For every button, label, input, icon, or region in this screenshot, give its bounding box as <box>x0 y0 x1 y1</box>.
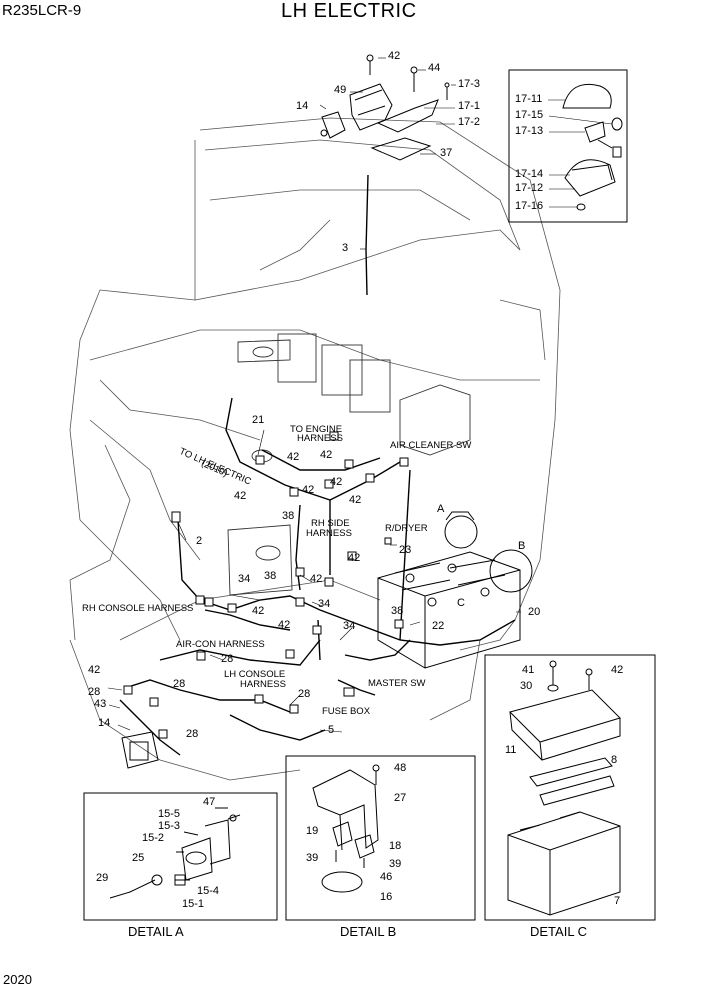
detail-b-callout-16: 16 <box>380 891 393 903</box>
diagram-title: LH ELECTRIC <box>281 0 417 22</box>
detail-a-callout-15-3: 15-3 <box>158 820 181 832</box>
callout-20: 20 <box>528 606 541 618</box>
callout-37: 37 <box>440 147 453 159</box>
detail-a-callout-29: 29 <box>96 872 109 884</box>
callout-detail-b-marker: B <box>518 540 526 552</box>
page-number: 2020 <box>3 972 32 987</box>
callout-43: 43 <box>94 698 107 710</box>
label-fuse-box: FUSE BOX <box>322 706 371 717</box>
model-number: R235LCR-9 <box>2 2 82 19</box>
callout-38: 38 <box>282 510 295 522</box>
detail-a-callout-15-2: 15-2 <box>142 832 165 844</box>
detail-b-callout-46: 46 <box>380 871 393 883</box>
callout-42: 42 <box>287 451 300 463</box>
detail-b-caption: DETAIL B <box>340 924 397 939</box>
detail-c-callout-8: 8 <box>611 754 618 766</box>
detail-b-callout-48: 48 <box>394 762 407 774</box>
callout-42: 42 <box>88 664 101 676</box>
callout-42: 42 <box>330 476 343 488</box>
callout-42-bolt: 42 <box>388 50 401 62</box>
callout-28: 28 <box>88 686 101 698</box>
label-air-con-harness: AIR-CON HARNESS <box>176 639 265 650</box>
callout-17-1: 17-1 <box>458 100 481 112</box>
detail-c-caption: DETAIL C <box>530 924 588 939</box>
callout-5: 5 <box>328 724 335 736</box>
callout-17-16: 17-16 <box>515 200 544 212</box>
detail-a-caption: DETAIL A <box>128 924 184 939</box>
callout-17-11: 17-11 <box>515 93 543 105</box>
detail-a-callout-15-1: 15-1 <box>182 898 205 910</box>
callout-17-14: 17-14 <box>515 168 544 180</box>
detail-a-callout-15-4: 15-4 <box>197 885 220 897</box>
detail-a-callout-25: 25 <box>132 852 145 864</box>
label-air-cleaner-sw: AIR CLEANER SW <box>390 440 472 451</box>
callout-detail-a-marker: A <box>437 503 445 515</box>
callout-42: 42 <box>349 494 362 506</box>
label-master-sw: MASTER SW <box>368 678 426 689</box>
callout-34: 34 <box>238 573 251 585</box>
callout-17-13: 17-13 <box>515 125 544 137</box>
detail-b-callout-39: 39 <box>306 852 319 864</box>
callout-17-15: 17-15 <box>515 109 544 121</box>
callout-44: 44 <box>428 62 441 74</box>
detail-b-callout-18: 18 <box>389 840 402 852</box>
detail-b-callout-27: 27 <box>394 792 407 804</box>
label-harness: HARNESS <box>306 528 352 539</box>
callout-42: 42 <box>348 552 361 564</box>
callout-3: 3 <box>342 242 349 254</box>
callout-42: 42 <box>310 573 323 585</box>
callout-42: 42 <box>252 605 265 617</box>
detail-a-callout-15-5: 15-5 <box>158 808 181 820</box>
detail-c-callout-42: 42 <box>611 664 624 676</box>
callout-14-horn: 14 <box>296 100 309 112</box>
callout-42: 42 <box>320 449 333 461</box>
callout-28: 28 <box>173 678 186 690</box>
callout-38: 38 <box>391 605 404 617</box>
callout-28: 28 <box>298 688 311 700</box>
detail-c-callout-30: 30 <box>520 680 533 692</box>
detail-c-callout-11: 11 <box>505 744 517 756</box>
callout-21: 21 <box>252 414 265 426</box>
callout-42: 42 <box>278 619 291 631</box>
callout-detail-c-marker: C <box>457 597 465 609</box>
detail-b-callout-39: 39 <box>389 858 402 870</box>
detail-b-callout-19: 19 <box>306 825 319 837</box>
detail-c-callout-7: 7 <box>614 895 621 907</box>
callout-28: 28 <box>186 728 199 740</box>
detail-c-callout-41: 41 <box>522 664 535 676</box>
callout-17-3: 17-3 <box>458 78 481 90</box>
label-r-dryer: R/DRYER <box>385 523 428 534</box>
callout-23: 23 <box>399 544 412 556</box>
callout-28: 28 <box>221 653 234 665</box>
label-harness: HARNESS <box>240 679 286 690</box>
label-rh-console-harness: RH CONSOLE HARNESS <box>82 603 194 614</box>
callout-17-2: 17-2 <box>458 116 481 128</box>
label-harness: HARNESS <box>297 433 343 444</box>
callout-42: 42 <box>234 490 247 502</box>
detail-a-callout-47: 47 <box>203 796 216 808</box>
callout-42: 42 <box>302 484 315 496</box>
callout-34: 34 <box>343 620 356 632</box>
callout-34: 34 <box>318 598 331 610</box>
callout-22: 22 <box>432 620 445 632</box>
callout-14-horn-lower: 14 <box>98 717 111 729</box>
label-rh-side: RH SIDE <box>311 518 350 529</box>
callout-38: 38 <box>264 570 277 582</box>
callout-49: 49 <box>334 84 347 96</box>
callout-17-12: 17-12 <box>515 182 544 194</box>
label-lh-console: LH CONSOLE <box>224 669 286 680</box>
callout-2: 2 <box>196 535 203 547</box>
label-to-engine: TO ENGINE <box>290 424 343 435</box>
